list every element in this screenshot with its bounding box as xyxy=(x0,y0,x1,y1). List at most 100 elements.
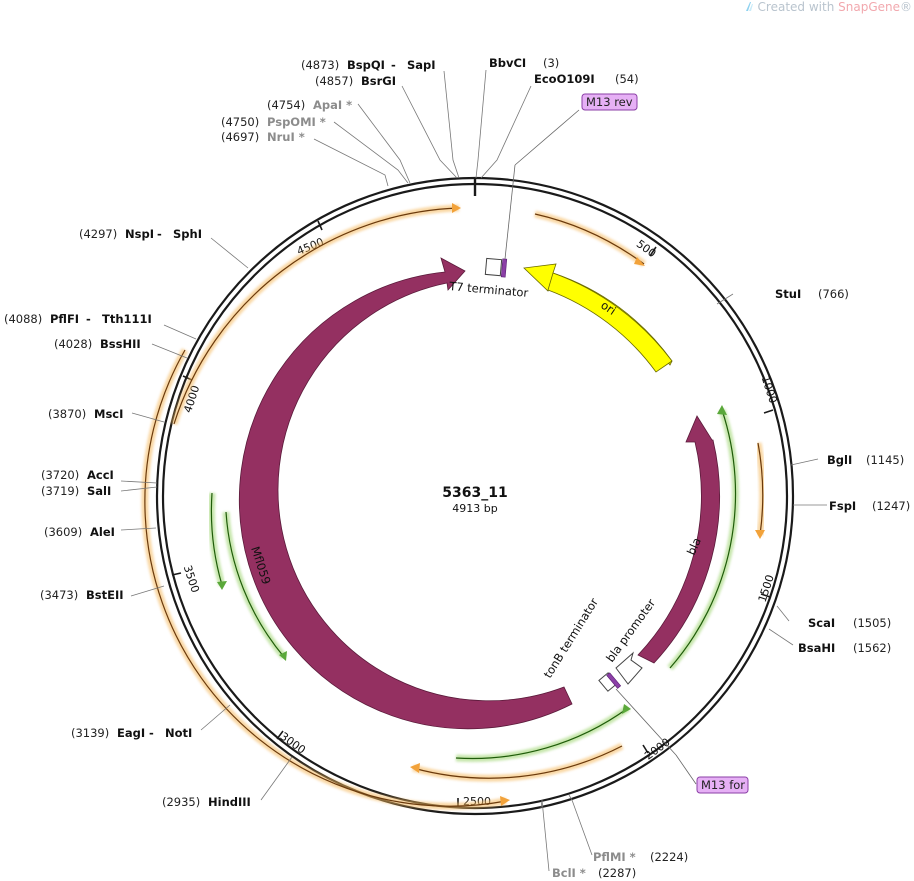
site-leader-lines xyxy=(120,69,827,872)
site-bsshii[interactable]: (4028) BssHII xyxy=(54,337,141,351)
site-name: EcoO109I xyxy=(534,72,595,86)
feature-bla-promoter[interactable]: bla promoter xyxy=(603,596,658,685)
site-num: (4873) xyxy=(301,58,339,72)
site-name: StuI xyxy=(775,287,801,301)
restriction-sites: (4873) BspQI - SapI (4857) BsrGI (4754) … xyxy=(4,56,910,880)
site-pflmi[interactable]: PflMI * (2224) xyxy=(593,850,688,864)
watermark-suffix: ® xyxy=(900,0,912,14)
site-name: AccI xyxy=(87,468,114,482)
tick-label-1000: 1000 xyxy=(759,374,780,405)
site-num: (54) xyxy=(615,72,639,86)
site-bbvci[interactable]: BbvCI (3) xyxy=(489,56,559,70)
site-name-secondary: SphI xyxy=(173,227,202,241)
site-name: MscI xyxy=(94,407,123,421)
site-stui[interactable]: StuI (766) xyxy=(775,287,849,301)
site-hindiii[interactable]: (2935) HindIII xyxy=(162,795,251,809)
t7-terminator-box[interactable] xyxy=(484,257,503,277)
site-name: PspOMI * xyxy=(267,115,326,129)
site-num: (1247) xyxy=(872,499,910,513)
m13-rev-site xyxy=(500,258,508,278)
site-bsteii[interactable]: (3473) BstEII xyxy=(40,588,124,602)
bla-arrow[interactable] xyxy=(637,415,720,664)
site-num: (3609) xyxy=(44,525,82,539)
site-pspomi[interactable]: (4750) PspOMI * xyxy=(221,115,326,129)
m13-rev-label: M13 rev xyxy=(586,95,633,109)
site-num: (2287) xyxy=(598,866,636,880)
site-bspqi-sapi[interactable]: (4873) BspQI - SapI xyxy=(301,58,436,72)
site-num: (3473) xyxy=(40,588,78,602)
site-name: BsaHI xyxy=(798,641,835,655)
site-bsahi[interactable]: BsaHI (1562) xyxy=(798,641,891,655)
site-msci[interactable]: (3870) MscI xyxy=(48,407,123,421)
orf-track-green xyxy=(207,405,739,762)
site-name: BspQI xyxy=(347,58,385,72)
site-num: (1505) xyxy=(853,616,891,630)
site-name: NspI xyxy=(125,227,154,241)
feature-bla[interactable]: bla xyxy=(637,415,720,664)
site-apai[interactable]: (4754) ApaI * xyxy=(267,98,352,112)
site-nspi-sphi[interactable]: (4297) NspI - SphI xyxy=(79,227,202,241)
site-scai[interactable]: ScaI (1505) xyxy=(808,616,891,630)
primer-m13-for[interactable]: M13 for xyxy=(615,688,749,794)
site-name: AleI xyxy=(90,525,115,539)
feature-tonb-terminator[interactable]: tonB terminator xyxy=(541,595,622,692)
tick-1000: 1000 xyxy=(759,374,780,414)
site-nrui[interactable]: (4697) NruI * xyxy=(221,130,305,144)
feature-mfl059[interactable]: Mfl059 xyxy=(238,257,573,730)
site-alei[interactable]: (3609) AleI xyxy=(44,525,115,539)
orf-arc-bottom xyxy=(412,742,624,782)
site-name-secondary: Tth111I xyxy=(102,312,152,326)
site-name: BclI * xyxy=(552,866,586,880)
watermark-prefix: Created with xyxy=(757,0,839,14)
site-eagi-noti[interactable]: (3139) EagI - NotI xyxy=(71,726,192,740)
site-num: (3720) xyxy=(41,468,79,482)
feature-t7-terminator[interactable]: T7 terminator xyxy=(448,257,529,300)
site-name: BglI xyxy=(827,453,852,467)
site-name: BsrGI xyxy=(361,74,396,88)
site-num: (2935) xyxy=(162,795,200,809)
site-name: FspI xyxy=(829,499,856,513)
tick-2000: 2000 xyxy=(642,736,672,763)
site-sali[interactable]: (3719) SalI xyxy=(41,484,111,498)
m13-for-badge[interactable] xyxy=(696,776,749,794)
site-num: (3719) xyxy=(41,484,79,498)
site-separator: - xyxy=(157,227,162,241)
orf-arc-left-large xyxy=(141,348,507,810)
site-name: HindIII xyxy=(208,795,251,809)
orf-arc-top-right xyxy=(534,210,647,267)
feature-ori[interactable]: ori xyxy=(523,263,673,373)
mfl059-arrow[interactable] xyxy=(238,257,573,730)
site-separator: - xyxy=(391,58,396,72)
site-num: (4697) xyxy=(221,130,259,144)
site-name: EagI xyxy=(117,726,145,740)
site-num: (2224) xyxy=(650,850,688,864)
site-fspi[interactable]: FspI (1247) xyxy=(829,499,910,513)
m13-for-label: M13 for xyxy=(701,778,745,792)
primer-m13-rev[interactable]: M13 rev xyxy=(504,93,638,260)
site-acci[interactable]: (3720) AccI xyxy=(41,468,114,482)
m13-rev-badge[interactable] xyxy=(581,93,638,111)
tick-label-2000: 2000 xyxy=(642,736,672,763)
site-num: (4088) xyxy=(4,312,42,326)
site-bsrgi[interactable]: (4857) BsrGI xyxy=(315,74,396,88)
site-name: ApaI * xyxy=(313,98,352,112)
site-bcli[interactable]: BclI * (2287) xyxy=(552,866,636,880)
site-name-secondary: NotI xyxy=(165,726,192,740)
site-num: (3) xyxy=(543,56,559,70)
bla-promoter-arrow[interactable] xyxy=(615,651,643,685)
site-pflfi-tth111i[interactable]: (4088) PflFI - Tth111I xyxy=(4,312,152,326)
plasmid-name: 5363_11 xyxy=(442,485,507,501)
orf-track-orange xyxy=(141,203,767,810)
site-name: SalI xyxy=(87,484,111,498)
site-num: (4750) xyxy=(221,115,259,129)
tick-label-3500: 3500 xyxy=(181,564,202,595)
snapgene-watermark: Created with SnapGene® xyxy=(745,0,912,14)
site-name: NruI * xyxy=(267,130,305,144)
site-name: PflMI * xyxy=(593,850,636,864)
site-ecoo109i[interactable]: EcoO109I (54) xyxy=(534,72,639,86)
site-name: BssHII xyxy=(100,337,141,351)
site-bgli[interactable]: BglI (1145) xyxy=(827,453,904,467)
site-num: (4754) xyxy=(267,98,305,112)
site-name: PflFI xyxy=(50,312,79,326)
